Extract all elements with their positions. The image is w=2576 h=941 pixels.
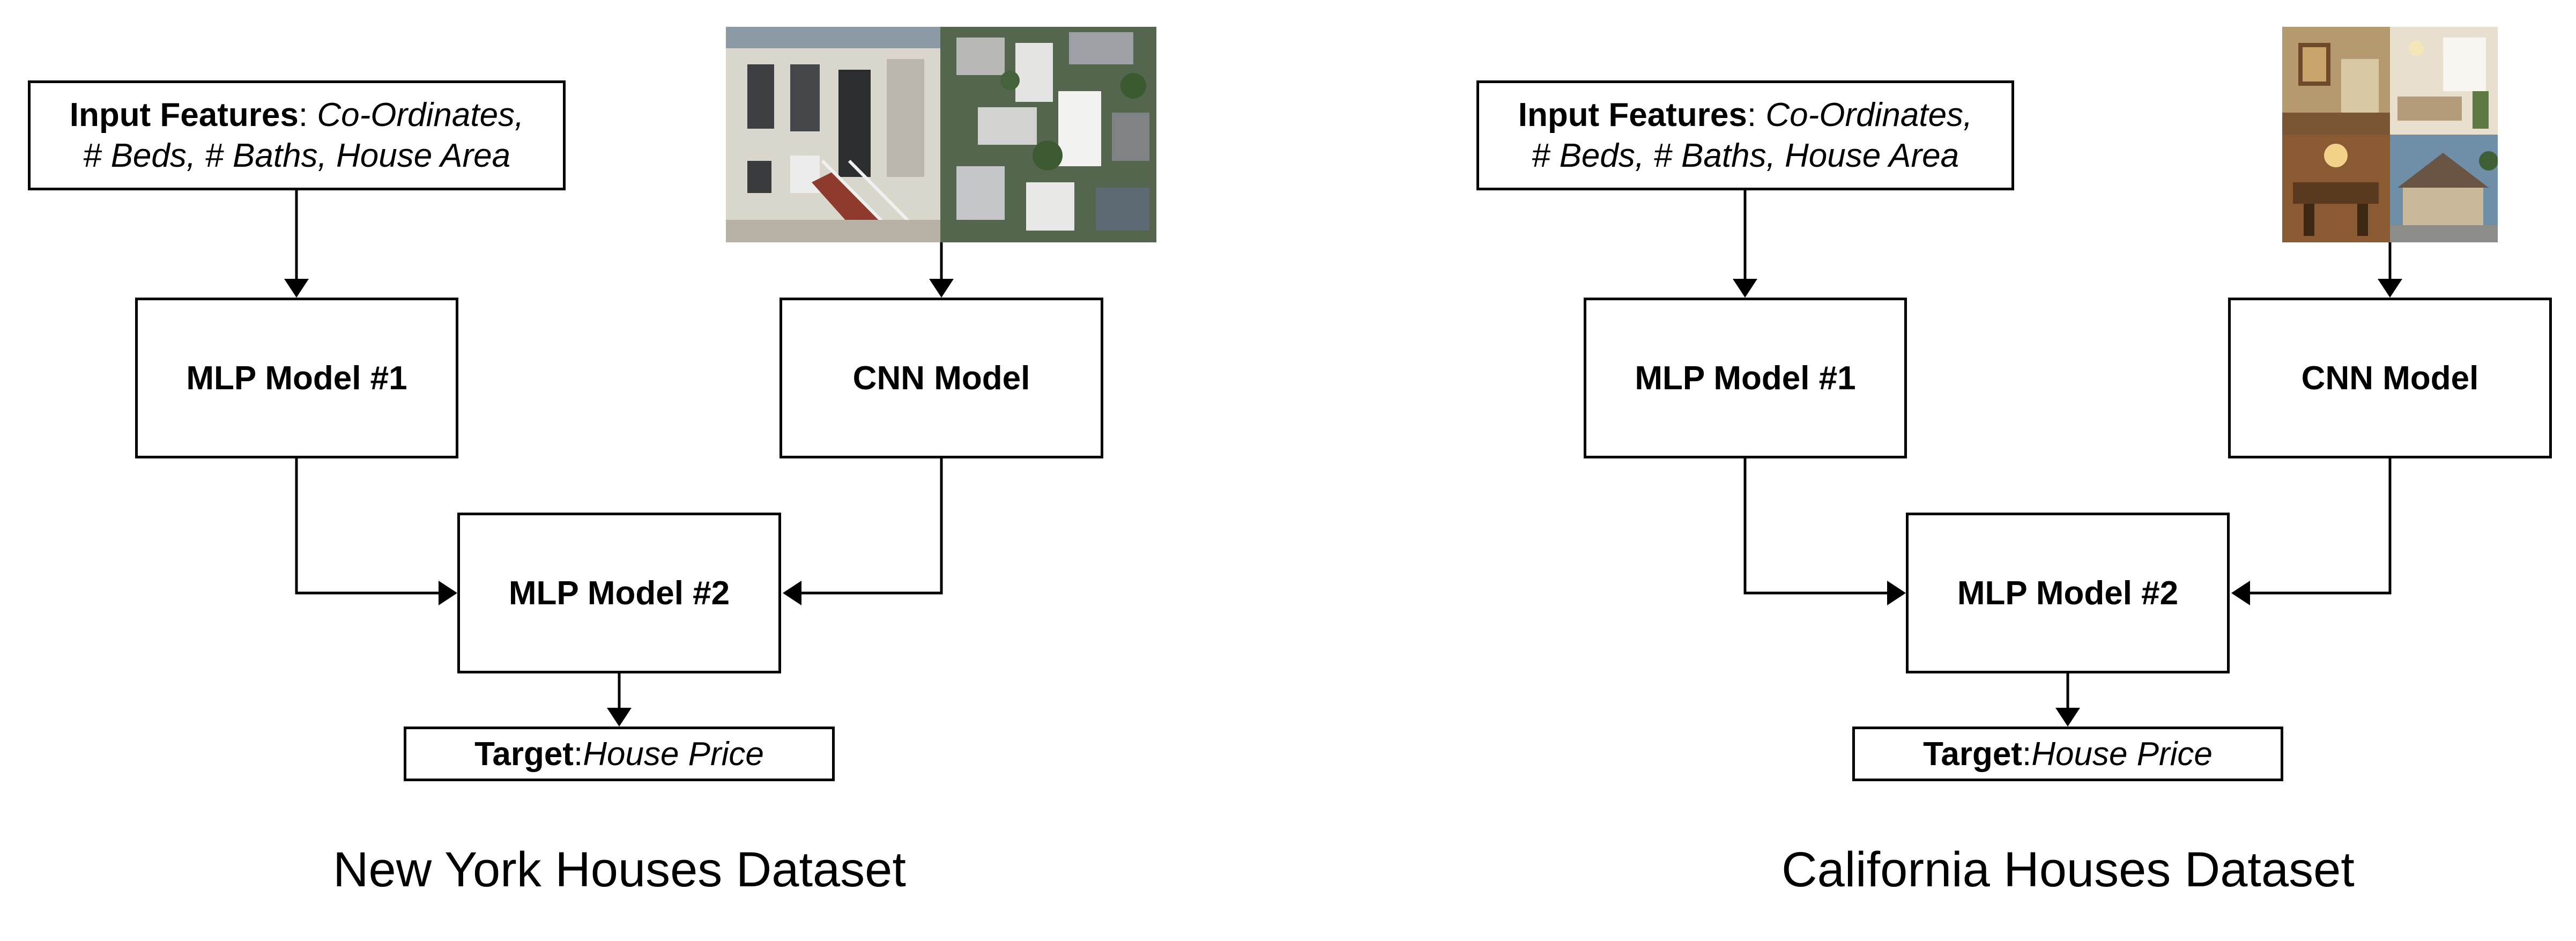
mlp-model-2-label: MLP Model #2 [1957,574,2179,612]
flow-arrows [284,190,954,727]
input-features-box: Input Features: Co-Ordinates, # Beds, # … [28,80,566,190]
target-box: Target: House Price [1852,727,2283,781]
input-features-line2: # Beds, # Baths, House Area [83,137,511,174]
new-york-diagram: Input Features: Co-Ordinates, # Beds, # … [28,27,1156,897]
arrow-cnn-to-mlp2 [801,458,943,595]
arrow-mlp1-to-mlp2 [295,458,439,595]
input-features-line1: Input Features: Co-Ordinates, [69,96,524,134]
target-label: Target [1923,735,2022,773]
target-value: House Price [583,735,764,773]
street-aerial-image-art [726,27,1156,242]
mlp-model-2-box: MLP Model #2 [1906,513,2230,673]
target-value: House Price [2031,735,2213,773]
arrow-mlp1-to-mlp2 [1743,458,1887,595]
dataset-caption: California Houses Dataset [1781,842,2355,897]
cnn-model-box: CNN Model [2228,298,2552,458]
input-features-line2: # Beds, # Baths, House Area [1531,137,1959,174]
cnn-model-label: CNN Model [2301,359,2479,397]
mlp-model-2-label: MLP Model #2 [508,574,730,612]
input-features-line1: Input Features: Co-Ordinates, [1518,96,1973,134]
target-box: Target: House Price [404,727,835,781]
california-diagram: Input Features: Co-Ordinates, # Beds, # … [1449,0,2576,941]
cnn-model-label: CNN Model [852,359,1030,397]
dataset-caption: New York Houses Dataset [333,842,906,897]
input-features-box: Input Features: Co-Ordinates, # Beds, # … [1476,80,2014,190]
house-interior-collage-art [2282,27,2498,242]
mlp-model-1-box: MLP Model #1 [1584,298,1907,458]
house-interior-collage-image [2282,27,2498,242]
mlp-model-1-box: MLP Model #1 [135,298,458,458]
mlp-model-2-box: MLP Model #2 [457,513,781,673]
flow-arrows [1733,190,2402,727]
mlp-model-1-label: MLP Model #1 [186,359,407,397]
street-aerial-image [726,27,1156,242]
arrow-cnn-to-mlp2 [2250,458,2392,595]
target-label: Target [474,735,574,773]
cnn-model-box: CNN Model [780,298,1103,458]
mlp-model-1-label: MLP Model #1 [1635,359,1856,397]
